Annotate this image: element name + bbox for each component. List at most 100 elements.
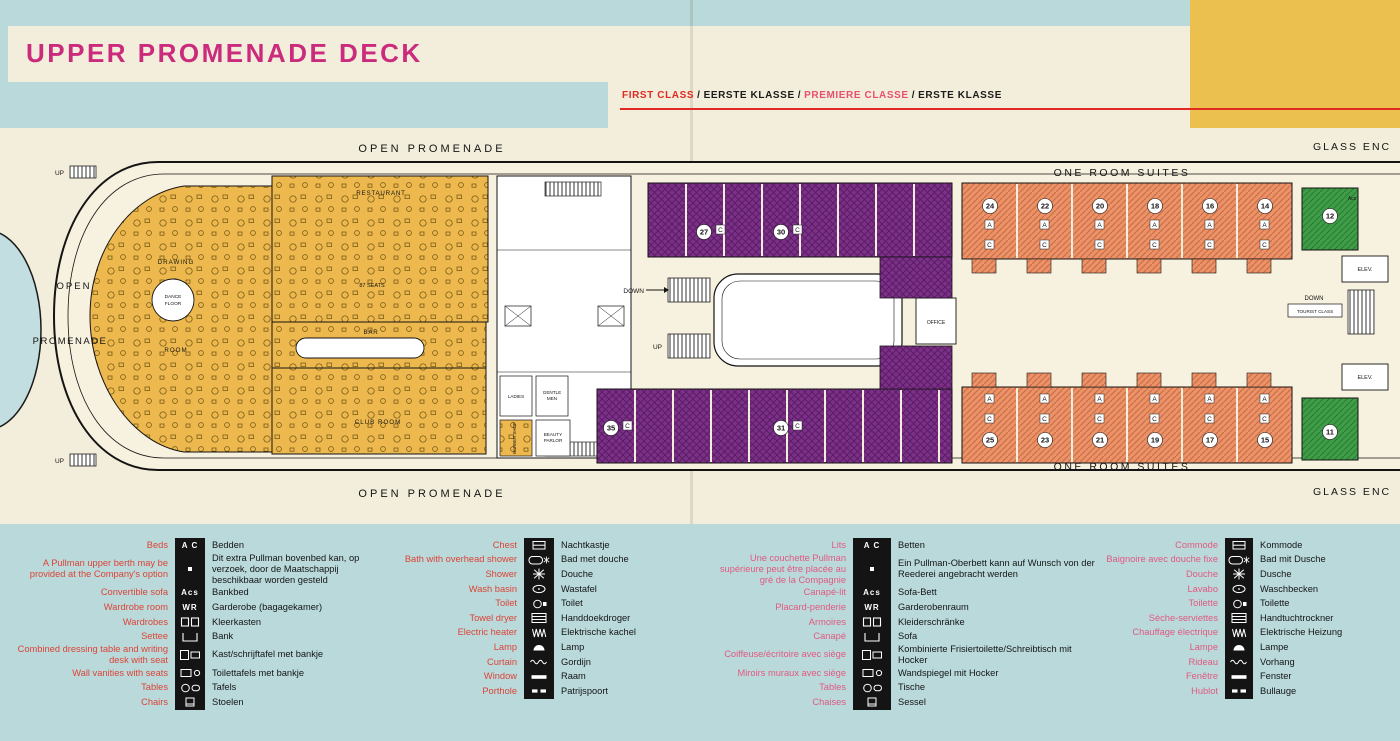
legend-term: Sèche-serviettes — [1148, 612, 1218, 623]
svg-text:14: 14 — [1261, 202, 1270, 211]
letters-icon: A C — [175, 538, 205, 553]
legend-translation: Kommode — [1260, 539, 1303, 550]
legend-translation: Handdoekdroger — [561, 612, 631, 623]
settee-icon — [175, 629, 205, 644]
funnel-casing — [713, 273, 903, 367]
legend-term: Chaises — [812, 696, 846, 707]
legend-row: Wash basin Wastafel — [393, 581, 689, 597]
down-label: DOWN — [623, 288, 644, 295]
legend-translation: Waschbecken — [1260, 583, 1319, 594]
legend-row: Toilette Toilette — [1096, 596, 1382, 611]
legend-term: Chauffage électrique — [1132, 627, 1218, 638]
legend-term: Beds — [146, 539, 168, 550]
elevator-label: ELEV. — [1357, 375, 1373, 381]
legend-term: Lavabo — [1187, 583, 1218, 594]
legend-translation: Wandspiegel mit Hocker — [898, 667, 999, 678]
legend-row: Chest Nachtkastje — [393, 538, 689, 553]
legend-row: Window Raam — [393, 669, 689, 684]
separator: / — [697, 90, 701, 101]
legend-translation: Lampe — [1260, 641, 1289, 652]
svg-text:20: 20 — [1096, 202, 1104, 211]
legend-term: Canapé — [813, 631, 846, 642]
svg-text:27: 27 — [700, 228, 708, 237]
legend-row: Sèche-serviettes Handtuchtrockner — [1096, 610, 1382, 626]
chair-icon — [853, 695, 891, 710]
legend-column-french-german-2: Commode Kommode Baignoire avec douche fi… — [1096, 538, 1382, 699]
dot-icon — [175, 552, 205, 586]
drawing-room-label: DRAWING — [158, 259, 195, 266]
svg-text:12: 12 — [1326, 212, 1334, 221]
inner-bulwark-line — [67, 173, 1400, 459]
dance-floor-label-2: FLOOR — [165, 301, 182, 307]
legend-row: Lits A C Betten — [718, 538, 1098, 553]
toilet-icon — [524, 596, 554, 611]
bath-icon — [524, 552, 554, 568]
legend-translation: Wastafel — [561, 583, 597, 594]
promenade-label: PROMENADE — [33, 336, 108, 347]
lamp-icon — [1225, 640, 1253, 655]
legend-term: Fenêtre — [1185, 671, 1218, 682]
legend-term: Armoires — [808, 616, 846, 627]
legend-translation: Handtuchtrockner — [1260, 612, 1334, 623]
letters-icon: Acs — [175, 585, 205, 601]
legend-translation: Dit extra Pullman bovenbed kan, op verzo… — [212, 552, 360, 585]
legend-row: Lavabo Waschbecken — [1096, 581, 1382, 597]
legend-row: Miroirs muraux avec siège Wandspiegel mi… — [718, 665, 1098, 681]
up-label: UP — [55, 170, 64, 177]
svg-text:25: 25 — [986, 436, 994, 445]
bar-label: BAR — [363, 329, 378, 336]
legend-row: Une couchette Pullman supérieure peut êt… — [718, 552, 1098, 586]
legend-term: Toilet — [495, 598, 517, 609]
class-german: ERSTE KLASSE — [918, 90, 1002, 101]
legend-term: Toilette — [1188, 598, 1218, 609]
adjacent-deck-oval — [0, 232, 42, 428]
legend-term: Commode — [1175, 539, 1218, 550]
center-stairs: DOWN UP — [623, 277, 711, 359]
legend-translation: Elektrische Heizung — [1260, 627, 1343, 638]
basin-icon — [524, 581, 554, 597]
legend-row: Wall vanities with seats Toilettafels me… — [16, 665, 384, 681]
legend-row: Bath with overhead shower Bad met douche — [393, 552, 689, 568]
legend-term: Rideau — [1188, 656, 1218, 667]
legend-term: Douche — [1185, 569, 1218, 579]
svg-text:19: 19 — [1151, 436, 1159, 445]
legend-translation: Douche — [561, 569, 594, 579]
legend-translation: Bankbed — [212, 587, 249, 598]
gentlemen-label-2: MEN — [547, 396, 557, 401]
legend-translation: Tafels — [212, 682, 237, 693]
vanity-icon — [853, 665, 891, 681]
porthole-icon — [524, 683, 554, 699]
legend-row: Fenêtre Fenster — [1096, 669, 1382, 684]
tables-icon — [175, 680, 205, 695]
legend-row: Tables Tische — [718, 680, 1098, 695]
legend-row: Convertible sofa Acs Bankbed — [16, 585, 384, 601]
legend-term: Window — [483, 671, 517, 682]
one-room-suites-salmon — [961, 182, 1293, 464]
first-class-cabins-purple — [596, 182, 953, 464]
legend-term: Wardrobes — [122, 616, 168, 627]
vanity-icon — [175, 665, 205, 681]
separator: / — [911, 90, 916, 101]
legend-term: Chest — [492, 539, 517, 550]
red-rule — [620, 108, 1400, 110]
svg-text:23: 23 — [1041, 436, 1049, 445]
legend-row: Chairs Stoelen — [16, 695, 384, 710]
basin-icon — [1225, 581, 1253, 597]
svg-text:17: 17 — [1206, 436, 1214, 445]
legend-translation: Elektrische kachel — [561, 627, 636, 638]
svg-text:31: 31 — [777, 424, 785, 433]
class-heading: FIRST CLASS/EERSTE KLASSE/PREMIERE CLASS… — [622, 90, 1002, 101]
beauty-parlor-label: BEAUTY — [544, 432, 562, 437]
legend-term: Lamp — [493, 641, 517, 652]
legend-translation: Nachtkastje — [561, 539, 610, 550]
legend-row: Chaises Sessel — [718, 695, 1098, 710]
aft-elevators: ELEV. ELEV. DOWN TOURIST CLASS — [1287, 255, 1389, 391]
legend-row: Baignoire avec douche fixe Bad mit Dusch… — [1096, 552, 1382, 568]
window-icon — [1225, 669, 1253, 684]
restaurant-seats-label: 87 SEATS — [359, 283, 385, 289]
legend-row: Douche Dusche — [1096, 567, 1382, 582]
legend-row: Shower Douche — [393, 567, 689, 582]
legend-term: Wash basin — [468, 583, 517, 594]
